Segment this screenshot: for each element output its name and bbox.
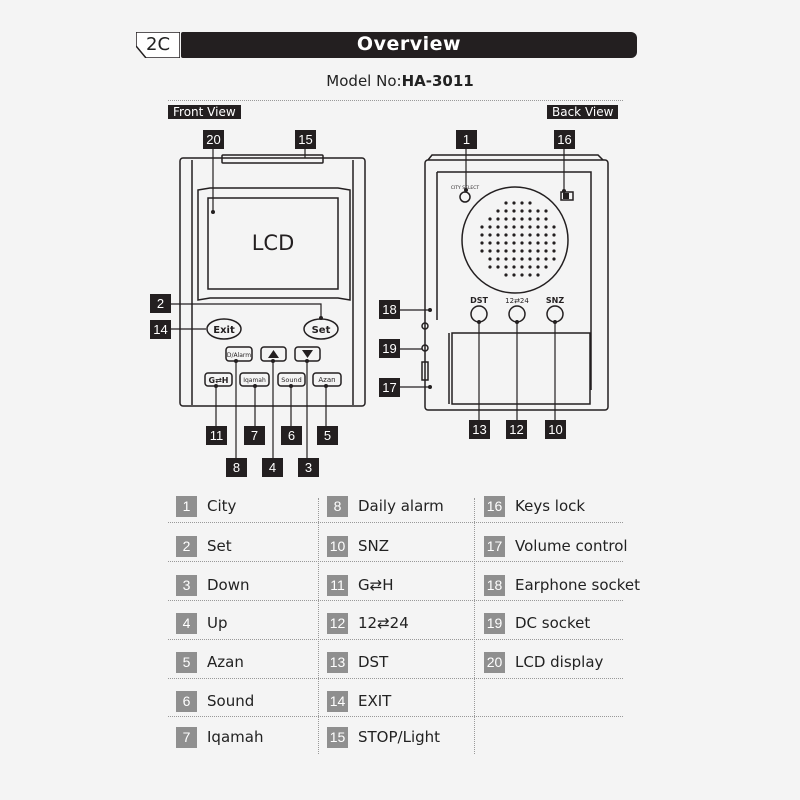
callout-13: 13 <box>469 420 490 439</box>
legend-label: City <box>207 497 237 515</box>
front-view-label: Front View <box>168 105 241 119</box>
dst-label: DST <box>470 296 488 305</box>
legend-label: G⇄H <box>358 576 394 594</box>
legend-number: 6 <box>176 691 197 712</box>
callout-3: 3 <box>298 458 319 477</box>
legend-number: 18 <box>484 575 505 596</box>
callout-16: 16 <box>554 130 575 149</box>
legend-column-divider <box>318 498 319 754</box>
legend-label: Down <box>207 576 250 594</box>
divider <box>168 100 623 101</box>
legend-number: 15 <box>327 727 348 748</box>
model-value: HA-3011 <box>401 72 474 90</box>
section-tag: 2C <box>146 34 171 55</box>
legend-number: 5 <box>176 652 197 673</box>
model-label: Model No: <box>326 72 402 90</box>
legend-number: 14 <box>327 691 348 712</box>
legend-number: 7 <box>176 727 197 748</box>
down-arrow-icon <box>302 350 313 358</box>
city-select-label: CITY SELECT <box>451 185 480 191</box>
snz-label: SNZ <box>546 296 564 305</box>
legend-row-divider <box>168 600 623 601</box>
callout-10: 10 <box>545 420 566 439</box>
legend-column-divider <box>474 498 475 754</box>
callout-11: 11 <box>206 426 227 445</box>
legend-label: DC socket <box>515 614 591 632</box>
dialarm-button: D/Alarm <box>227 352 251 359</box>
iqamah-button: Iqamah <box>243 377 266 384</box>
legend-number: 13 <box>327 652 348 673</box>
legend-label: Earphone socket <box>515 576 641 594</box>
legend-number: 17 <box>484 536 505 557</box>
model-number: Model No:HA-3011 <box>0 72 800 90</box>
callout-15: 15 <box>295 130 316 149</box>
callout-8: 8 <box>226 458 247 477</box>
legend-label: STOP/Light <box>358 728 441 746</box>
legend-label: SNZ <box>358 537 390 555</box>
device-illustration: LCD Exit Set D/Alarm G⇄H Iqamah Sound Az… <box>171 149 609 458</box>
legend-number: 8 <box>327 496 348 517</box>
callout-6: 6 <box>281 426 302 445</box>
legend-label: Daily alarm <box>358 497 444 515</box>
legend-number: 19 <box>484 613 505 634</box>
azan-button: Azan <box>318 376 335 384</box>
legend-label: Volume control <box>515 537 628 555</box>
legend-number: 10 <box>327 536 348 557</box>
legend-row-divider <box>168 561 623 562</box>
legend-row-divider <box>168 522 623 523</box>
legend-number: 20 <box>484 652 505 673</box>
callout-20: 20 <box>203 130 224 149</box>
sound-button: Sound <box>281 376 301 384</box>
legend-label: Iqamah <box>207 728 264 746</box>
legend-number: 2 <box>176 536 197 557</box>
legend-row-divider <box>168 716 623 717</box>
legend-label: Set <box>207 537 232 555</box>
legend-label: Sound <box>207 692 255 710</box>
legend-number: 11 <box>327 575 348 596</box>
legend-number: 16 <box>484 496 505 517</box>
set-button: Set <box>312 325 331 336</box>
up-arrow-icon <box>268 350 279 358</box>
section-tag-shape <box>136 32 180 58</box>
page-title: Overview <box>356 33 462 55</box>
callout-17: 17 <box>379 378 400 397</box>
1224-label: 12⇄24 <box>505 297 529 305</box>
callout-2: 2 <box>150 294 171 313</box>
callout-4: 4 <box>262 458 283 477</box>
legend-number: 3 <box>176 575 197 596</box>
legend-label: DST <box>358 653 389 671</box>
lcd-label: LCD <box>252 231 295 255</box>
legend-label: EXIT <box>358 692 392 710</box>
legend-number: 12 <box>327 613 348 634</box>
legend-label: Keys lock <box>515 497 586 515</box>
callout-14: 14 <box>150 320 171 339</box>
title-bar <box>181 32 637 58</box>
legend-row-divider <box>168 639 623 640</box>
legend-number: 4 <box>176 613 197 634</box>
legend-row-divider <box>168 678 623 679</box>
legend-label: LCD display <box>515 653 604 671</box>
callout-7: 7 <box>244 426 265 445</box>
legend-number: 1 <box>176 496 197 517</box>
exit-button: Exit <box>213 325 235 336</box>
legend-label: Azan <box>207 653 244 671</box>
callout-12: 12 <box>506 420 527 439</box>
callout-18: 18 <box>379 300 400 319</box>
legend-label: Up <box>207 614 228 632</box>
callout-19: 19 <box>379 339 400 358</box>
back-view-label: Back View <box>547 105 619 119</box>
callout-1: 1 <box>456 130 477 149</box>
gh-button: G⇄H <box>209 376 229 385</box>
callout-5: 5 <box>317 426 338 445</box>
legend-label: 12⇄24 <box>358 614 409 632</box>
